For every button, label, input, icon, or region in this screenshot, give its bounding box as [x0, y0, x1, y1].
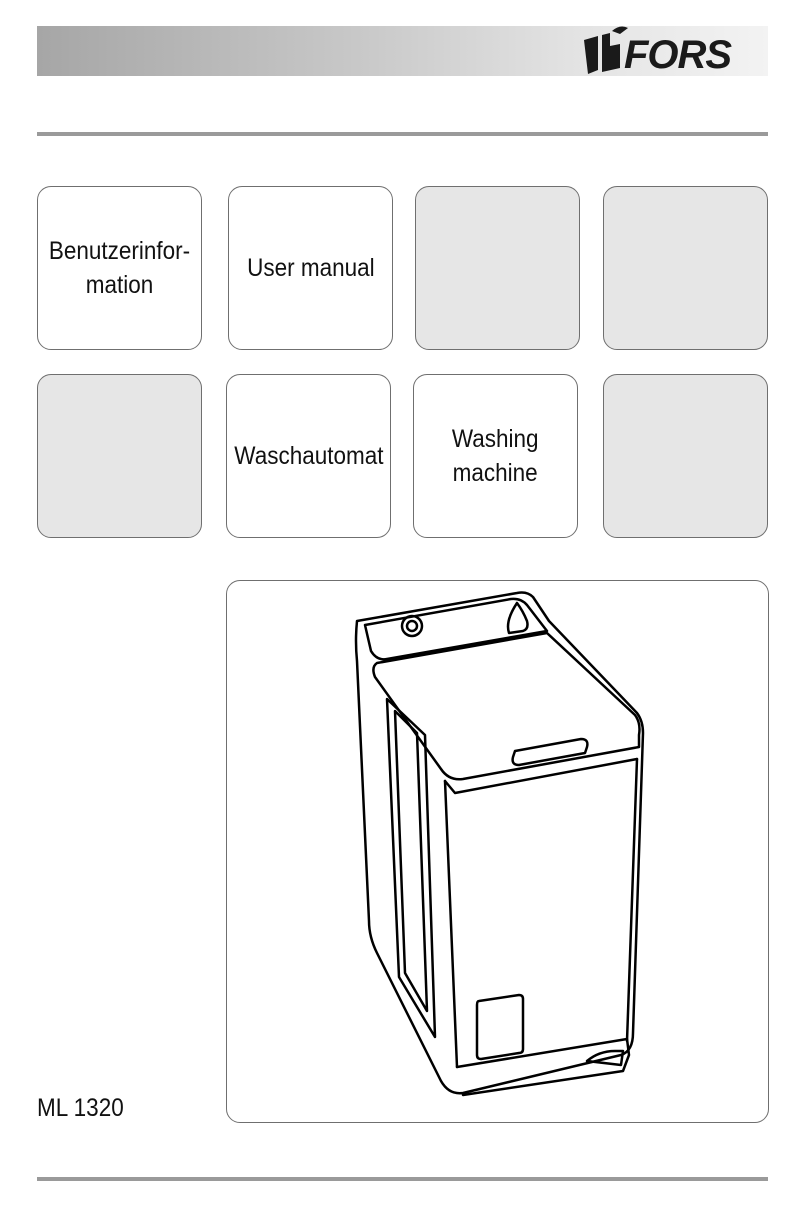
front-panel-edge [443, 757, 639, 795]
front-panel-left [443, 779, 459, 1069]
header-banner [37, 26, 768, 76]
bottom-divider [37, 1177, 768, 1181]
fors-logo-text: FORS [624, 33, 732, 77]
tile-empty [603, 374, 768, 538]
front-panel-right [625, 757, 639, 1043]
machine-body-outline [354, 591, 645, 1095]
fors-logo-mark [584, 26, 628, 74]
filter-hatch [475, 993, 525, 1061]
tile-empty [603, 186, 768, 350]
tile-waschautomat: Waschautomat [226, 374, 391, 538]
tile-user-manual: User manual [228, 186, 393, 350]
washing-machine-illustration [354, 591, 645, 1097]
tile-label: User manual [246, 254, 375, 282]
side-panel-inner [393, 709, 429, 1013]
tile-benutzerinformation: Benutzerinfor- mation [37, 186, 202, 350]
product-image-frame [226, 580, 769, 1123]
tile-label: Waschautomat [233, 442, 384, 470]
lid-outline [372, 631, 641, 781]
tile-label: Washing machine [452, 425, 539, 487]
control-panel [363, 597, 549, 661]
tile-empty [37, 374, 202, 538]
tile-label: Benutzerinfor- mation [48, 237, 191, 299]
top-divider [37, 132, 768, 136]
panel-recess [506, 601, 529, 635]
fors-logo: FORS [576, 22, 766, 80]
program-knob-center [405, 619, 419, 633]
lid-handle [511, 737, 589, 767]
tile-empty [415, 186, 580, 350]
tile-washing-machine: Washing machine [413, 374, 578, 538]
base-foot [585, 1049, 625, 1067]
model-number: ML 1320 [37, 1094, 124, 1122]
program-knob-icon [400, 614, 424, 638]
side-panel [385, 697, 437, 1039]
base-plinth [455, 1037, 631, 1097]
